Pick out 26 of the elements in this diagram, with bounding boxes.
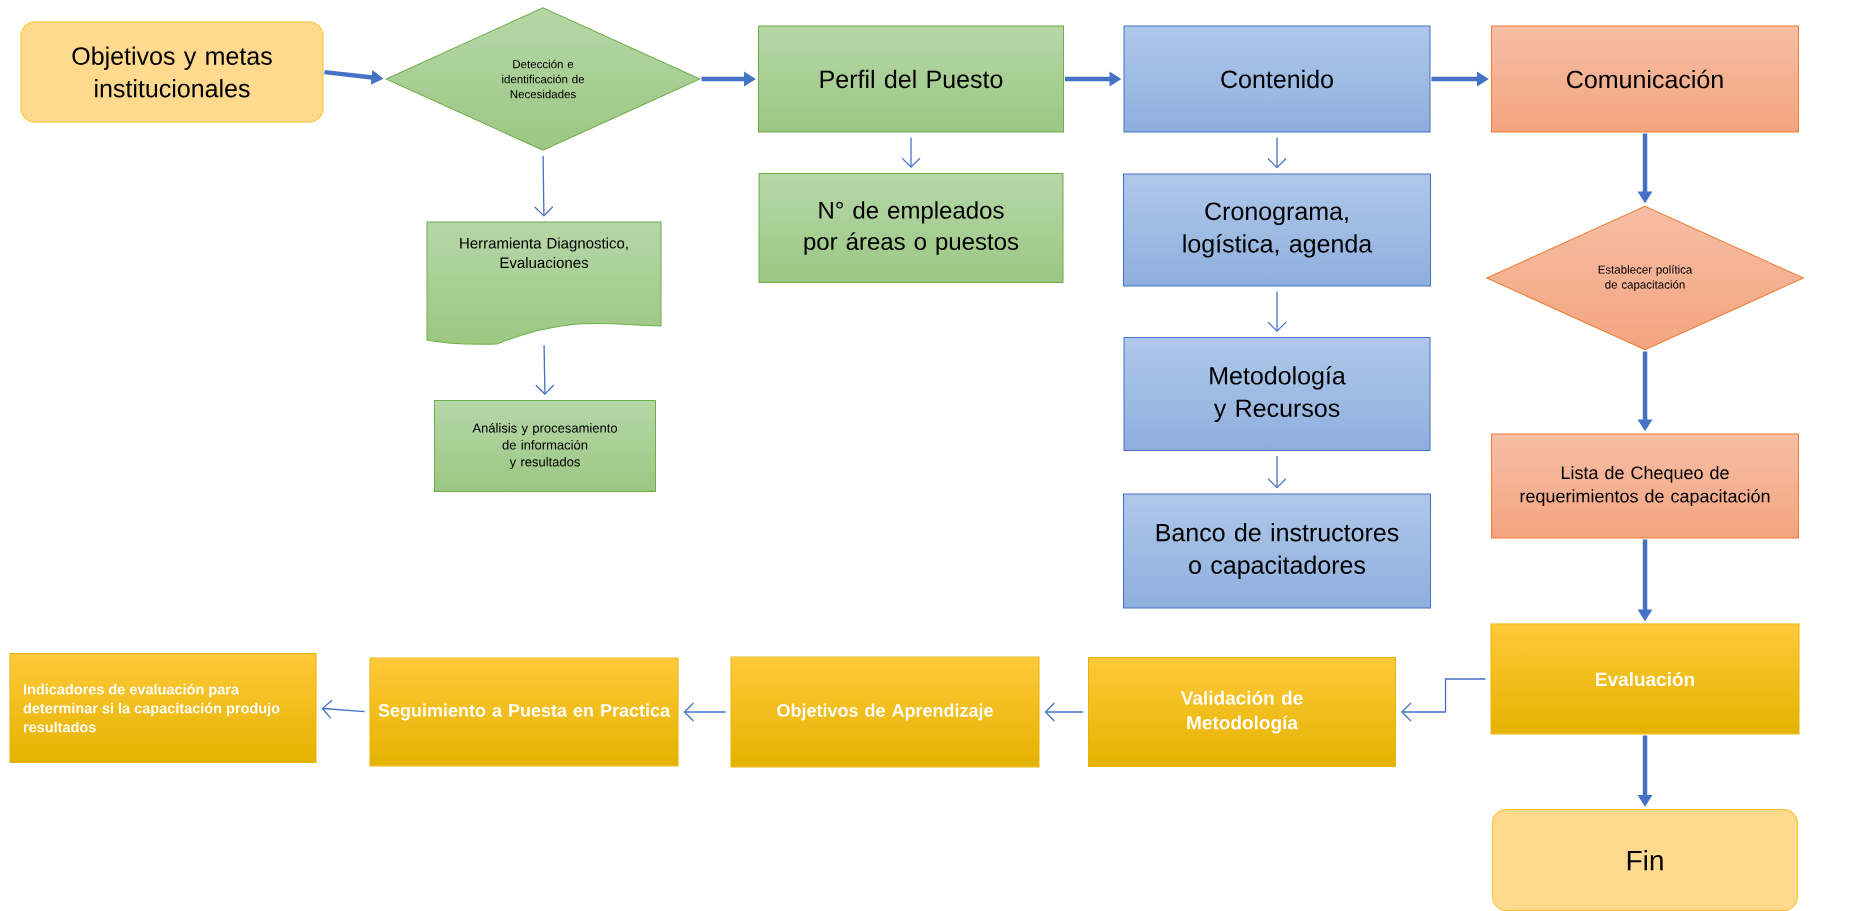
arrow <box>1401 678 1487 722</box>
arrow <box>901 136 921 168</box>
arrow <box>1267 136 1287 169</box>
process-box: Perfil del Puesto <box>758 25 1064 133</box>
terminal-box: Objetivos y metas institucionales <box>20 21 324 123</box>
process-box: Lista de Chequeo de requerimientos de capacitación <box>1491 433 1799 539</box>
arrow <box>321 699 366 719</box>
process-box: Metodología y Recursos <box>1123 337 1431 451</box>
process-box: Seguimiento a Puesta en Practica <box>369 657 679 767</box>
terminal-box: Fin <box>1492 809 1798 911</box>
process-box: Validación de Metodología <box>1088 657 1396 767</box>
arrow <box>683 702 727 722</box>
process-box: Banco de instructores o capacitadores <box>1123 493 1431 609</box>
arrow <box>535 344 555 395</box>
arrow <box>1044 702 1084 722</box>
process-box: Comunicación <box>1491 25 1799 133</box>
process-box: Análisis y procesamiento de información y resultados <box>434 400 656 492</box>
process-box: Cronograma, logística, agenda <box>1123 173 1431 287</box>
process-box: Contenido <box>1123 25 1431 133</box>
process-box: Evaluación <box>1490 623 1800 735</box>
process-box: Objetivos de Aprendizaje <box>730 656 1040 768</box>
arrow <box>534 155 554 217</box>
process-box: Indicadores de evaluación para determinar si la capacitación produjo resultados <box>9 653 317 763</box>
process-box: N° de empleados por áreas o puestos <box>758 173 1064 283</box>
arrow <box>1267 290 1287 332</box>
arrow <box>1267 455 1287 489</box>
